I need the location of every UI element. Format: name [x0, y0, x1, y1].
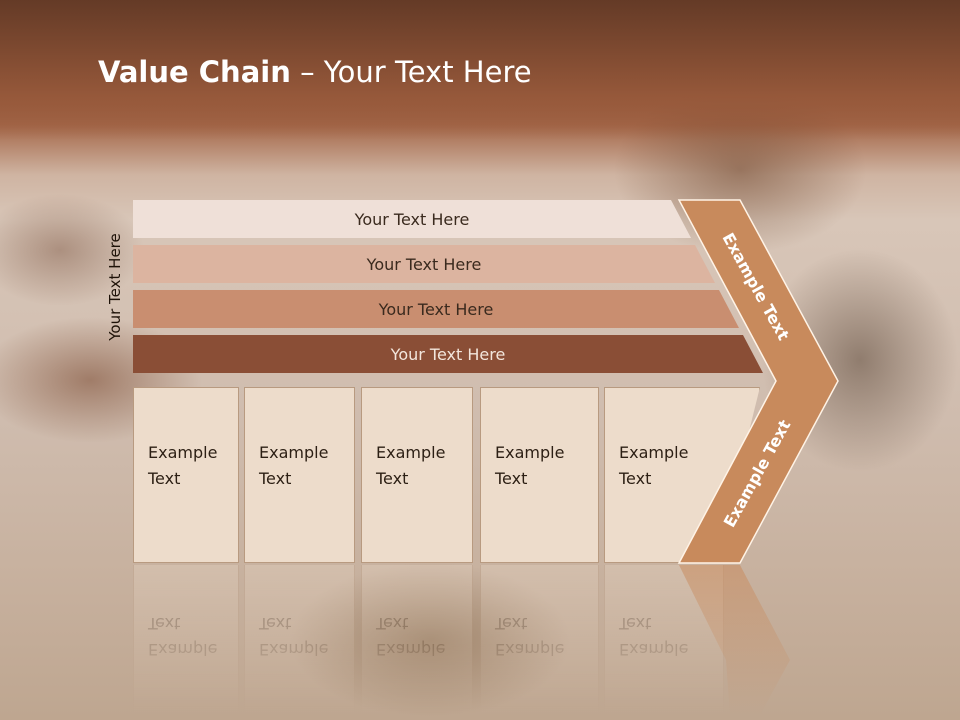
chevron-shape: [677, 199, 839, 564]
primary-cell-1-line2: Text: [148, 469, 181, 488]
slide-title-rest: – Your Text Here: [290, 55, 532, 89]
title-banner: [0, 0, 960, 140]
primary-cell-4[interactable]: Example Text: [480, 387, 599, 563]
primary-cell-3-line1: Example: [376, 443, 446, 462]
primary-cell-4-line2: Text: [495, 469, 528, 488]
slide-title[interactable]: Value Chain – Your Text Here: [98, 55, 532, 89]
support-bar-1-label: Your Text Here: [354, 209, 470, 229]
primary-cell-5-line1: Example: [619, 443, 689, 462]
primary-cell-3-line2: Text: [376, 469, 409, 488]
primary-cell-1-line1: Example: [148, 443, 218, 462]
primary-cell-2[interactable]: Example Text: [244, 387, 355, 563]
slide-title-bold: Value Chain: [98, 55, 291, 89]
primary-cell-4-line1: Example: [495, 443, 565, 462]
chevron-reflection: [679, 565, 790, 715]
primary-cell-2-line2: Text: [259, 469, 292, 488]
primary-cell-2-line1: Example: [259, 443, 329, 462]
support-bar-3[interactable]: Your Text Here: [133, 290, 739, 328]
support-bar-4-label: Your Text Here: [390, 344, 506, 364]
primary-cell-3[interactable]: Example Text: [361, 387, 473, 563]
support-bar-2-label: Your Text Here: [366, 254, 482, 274]
support-bar-1[interactable]: Your Text Here: [133, 200, 691, 238]
support-bar-3-label: Your Text Here: [378, 299, 494, 319]
primary-cell-1[interactable]: Example Text: [133, 387, 239, 563]
primary-cell-5-line2: Text: [619, 469, 652, 488]
support-bar-4[interactable]: Your Text Here: [133, 335, 763, 373]
support-bar-2[interactable]: Your Text Here: [133, 245, 715, 283]
